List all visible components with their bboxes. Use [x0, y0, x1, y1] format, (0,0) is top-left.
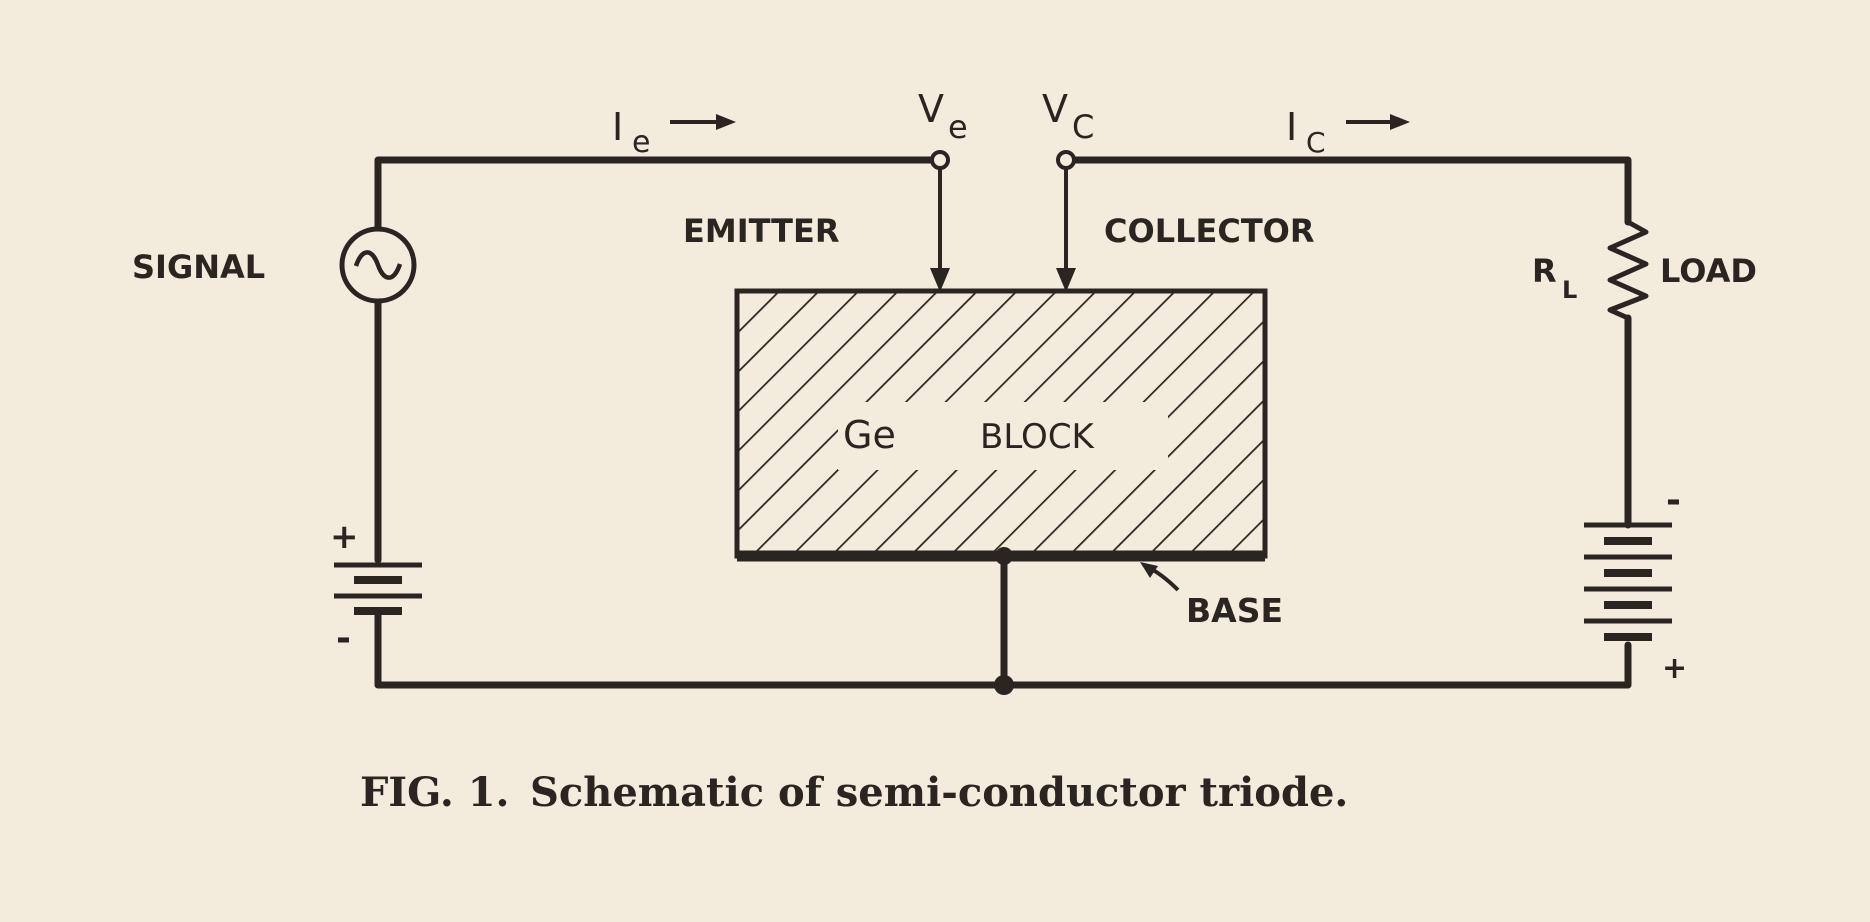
vc-label-sub: C: [1072, 108, 1094, 146]
emitter-terminal: [930, 150, 950, 170]
vc-label: V: [1042, 87, 1068, 131]
collector-battery: - +: [1584, 480, 1687, 686]
ic-label: I: [1286, 105, 1297, 149]
collector-battery-minus: -: [1666, 480, 1681, 521]
base-lead: BASE: [994, 547, 1283, 695]
collector-bottom-wire: [996, 641, 1632, 689]
ve-label: V: [918, 87, 944, 131]
sine-wave-icon: [353, 250, 403, 280]
emitter-circuit: [374, 150, 1004, 689]
rl-label: R: [1532, 252, 1557, 290]
ve-label-group: V e: [918, 87, 968, 146]
emitter-battery: + -: [330, 517, 422, 659]
emitter-battery-minus: -: [336, 618, 351, 659]
collector-probe-point: [1056, 268, 1076, 292]
ie-label-group: I e: [612, 105, 736, 160]
base-pointer-arrow: [1140, 562, 1158, 578]
resistor-zigzag-icon: [1607, 219, 1649, 321]
base-junction-dot: [995, 547, 1013, 565]
ic-label-group: I C: [1286, 105, 1410, 159]
emitter-probe-point: [930, 268, 950, 292]
collector-top-wire: [1062, 156, 1632, 226]
ge-block-label-block: BLOCK: [980, 417, 1096, 457]
ie-label-sub: e: [632, 125, 650, 160]
ie-arrow-head-icon: [716, 114, 736, 130]
ie-label: I: [612, 105, 623, 149]
ge-block: Ge BLOCK: [734, 288, 1268, 559]
rl-label-sub: L: [1562, 276, 1577, 304]
ge-block-label-bg: [838, 402, 1168, 470]
signal-source: SIGNAL: [132, 226, 417, 304]
figure-caption-number: FIG. 1.: [360, 769, 509, 816]
emitter-battery-plus: +: [330, 517, 359, 557]
ve-label-sub: e: [948, 108, 968, 146]
collector-circuit: [996, 150, 1632, 689]
ic-label-sub: C: [1306, 126, 1326, 159]
emitter-top-wire: [374, 156, 944, 232]
figure-caption-text: Schematic of semi-conductor triode.: [530, 769, 1348, 816]
ic-arrow-head-icon: [1390, 114, 1410, 130]
collector-battery-plus: +: [1662, 651, 1687, 686]
signal-label: SIGNAL: [132, 248, 265, 286]
vc-label-group: V C: [1042, 87, 1094, 146]
load-label: LOAD: [1660, 252, 1757, 290]
emitter-bottom-wire: [374, 608, 1004, 689]
collector-label: COLLECTOR: [1104, 212, 1314, 250]
ge-block-label-ge: Ge: [843, 413, 896, 457]
figure-caption: FIG. 1. Schematic of semi-conductor trio…: [360, 769, 1348, 816]
base-label: BASE: [1186, 591, 1283, 630]
collector-terminal: [1056, 150, 1076, 170]
emitter-label: EMITTER: [683, 212, 840, 250]
load-resistor: R L LOAD: [1532, 219, 1757, 321]
ground-junction-dot: [994, 675, 1014, 695]
